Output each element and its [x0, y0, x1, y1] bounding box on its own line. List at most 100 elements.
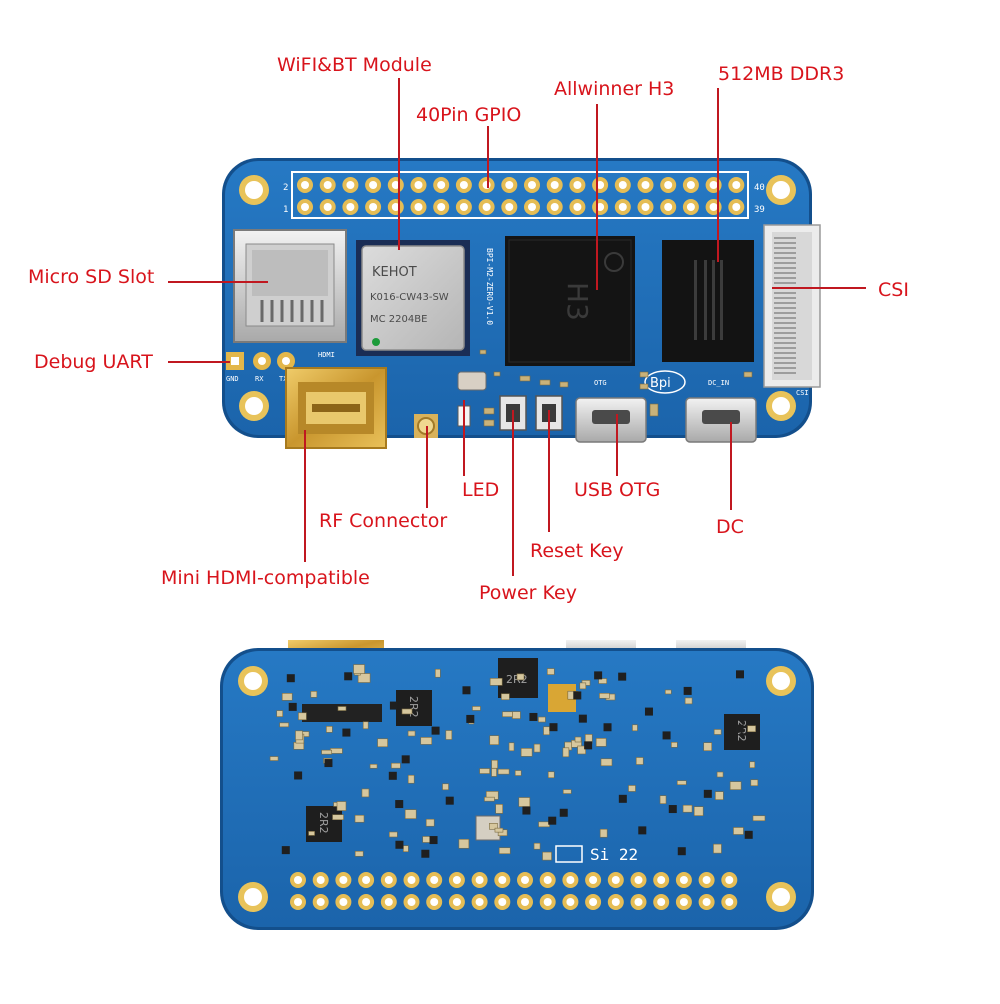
smd-part [715, 791, 724, 800]
smd-part [676, 780, 687, 786]
gpio-hole [641, 181, 650, 189]
smd-part [628, 785, 636, 792]
gpio-hole [498, 898, 507, 906]
smd-part [502, 711, 513, 718]
smd-ic [584, 741, 593, 750]
smd-ic [388, 771, 397, 780]
smd-ic [431, 726, 440, 735]
smd-part [542, 851, 552, 861]
gpio-hole [391, 181, 400, 189]
smd-part [562, 789, 572, 794]
front-smd-parts [479, 349, 753, 427]
label-rf: RF Connector [319, 510, 448, 532]
gpio-hole [437, 181, 446, 189]
smd-part [533, 842, 541, 850]
smd-part [577, 745, 586, 755]
gpio-hole [369, 181, 378, 189]
gpio-hole [323, 203, 332, 211]
otg-mark: OTG [594, 379, 607, 387]
smd-ic [618, 794, 627, 803]
mini-hdmi-port [285, 367, 387, 449]
label-reset: Reset Key [530, 540, 624, 562]
smd-part [547, 771, 555, 779]
smd-ic [294, 771, 303, 780]
label-wifi-bt: WiFI&BT Module [277, 54, 432, 76]
smd-ic [735, 670, 744, 679]
smd-part [404, 809, 417, 819]
smd-part [747, 725, 756, 733]
smd-part [639, 383, 649, 390]
smd-part [281, 693, 293, 701]
label-led: LED [462, 479, 500, 501]
micro-sd-slot [233, 229, 347, 343]
back-ic-strip [302, 704, 382, 722]
smd-ic [288, 702, 297, 711]
smd-part [508, 742, 515, 752]
gpio-hole [611, 876, 620, 884]
gpio-outline [291, 171, 749, 219]
smd-ic [466, 714, 475, 723]
back-board: 2R2 2R2 2R2 2R2 Si 22 [220, 640, 814, 930]
smd-part [484, 796, 495, 802]
smd-part [269, 756, 279, 761]
gpio-hole [505, 181, 514, 189]
gpio-hole [369, 203, 378, 211]
gpio-hole [384, 876, 393, 884]
smd-ic [594, 671, 603, 680]
smd-ic [548, 816, 557, 825]
gpio-hole [301, 203, 309, 211]
gpio-hole [339, 898, 348, 906]
smd-part [639, 371, 649, 378]
smd-part [743, 371, 753, 378]
smd-part [533, 743, 541, 753]
smd-part [632, 724, 638, 732]
smd-part [684, 697, 693, 705]
ddr3-chip [662, 240, 754, 362]
smd-part [276, 710, 284, 717]
smd-ic [573, 691, 582, 700]
gpio-hole [437, 203, 446, 211]
smd-ic [445, 796, 454, 805]
gpio-hole [550, 181, 559, 189]
smd-ic [559, 808, 568, 817]
smd-ic [421, 849, 430, 858]
smd-part [472, 706, 481, 711]
label-dc: DC [716, 516, 744, 538]
smd-part [483, 407, 495, 415]
gpio-hole [430, 898, 439, 906]
smd-part [491, 759, 498, 769]
smd-part [330, 748, 343, 754]
pin-40-mark: 40 [754, 183, 765, 193]
gpio-hole [543, 876, 552, 884]
gpio-hole [664, 203, 673, 211]
debug-uart-pads [226, 352, 295, 370]
gpio-hole [589, 876, 598, 884]
gpio-hole [709, 181, 718, 189]
gpio-hole [323, 181, 332, 189]
smd-part [713, 729, 722, 735]
smd-part [420, 737, 433, 745]
gpio-hole [407, 876, 416, 884]
gpio-hole [679, 876, 688, 884]
gpio-hole [459, 203, 468, 211]
smd-part [479, 349, 487, 355]
dc-port [685, 397, 757, 443]
smd-part [598, 678, 608, 684]
wifi-model-text: K016-CW43-SW [370, 292, 449, 303]
smd-part [407, 774, 415, 784]
smd-part [425, 818, 435, 827]
smd-part [403, 845, 409, 853]
smd-part [574, 736, 582, 743]
csi-mark: CSI [796, 389, 809, 397]
gpio-hole [391, 203, 400, 211]
gpio-hole [346, 181, 355, 189]
hdmi-mark: HDMI [318, 351, 335, 359]
gpio-hole [459, 181, 468, 189]
smd-part [498, 847, 511, 855]
smd-part [635, 757, 644, 765]
smd-part [308, 831, 315, 836]
pin-2-mark: 2 [283, 183, 288, 193]
smd-ic [618, 672, 627, 681]
